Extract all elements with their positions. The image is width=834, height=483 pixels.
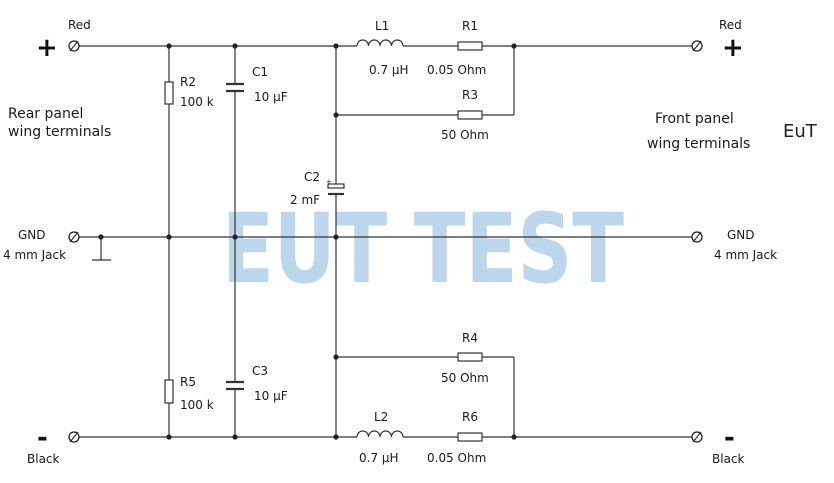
- label-jack-left: 4 mm Jack: [3, 248, 66, 262]
- r3-value: 50 Ohm: [441, 128, 489, 142]
- terminal-rear-black: [68, 431, 80, 443]
- resistor-r5: [164, 379, 174, 404]
- label-gnd-right: GND: [727, 228, 755, 242]
- label-red-right: Red: [719, 18, 742, 32]
- r6-value: 0.05 Ohm: [427, 451, 486, 465]
- r5-name: R5: [180, 375, 196, 389]
- resistor-r3: [457, 110, 483, 120]
- minus-symbol-left: -: [37, 423, 48, 453]
- rear-panel-line1: Rear panel: [8, 106, 83, 122]
- terminal-front-black: [691, 431, 703, 443]
- r5-value: 100 k: [180, 398, 214, 412]
- inductor-l2: [356, 430, 404, 438]
- capacitor-c1: [226, 82, 244, 93]
- r3-name: R3: [462, 88, 478, 102]
- minus-symbol-right: -: [724, 423, 735, 453]
- label-black-right: Black: [712, 452, 745, 466]
- r1-name: R1: [462, 19, 478, 33]
- r4-value: 50 Ohm: [441, 371, 489, 385]
- c3-name: C3: [252, 364, 268, 378]
- l1-name: L1: [375, 19, 389, 33]
- inductor-l1: [356, 39, 404, 47]
- terminal-front-gnd: [691, 231, 703, 243]
- c2-value: 2 mF: [290, 193, 320, 207]
- terminal-rear-gnd: [68, 231, 80, 243]
- c1-name: C1: [252, 65, 268, 79]
- junction-dots: [98, 43, 517, 440]
- plus-symbol-left: +: [36, 33, 58, 63]
- resistor-r6: [457, 432, 483, 442]
- l2-value: 0.7 µH: [359, 451, 399, 465]
- r2-value: 100 k: [180, 95, 214, 109]
- capacitor-c2: [327, 183, 345, 196]
- resistor-r1: [457, 41, 483, 51]
- plus-symbol-right: +: [722, 33, 744, 63]
- resistor-r2: [164, 81, 174, 105]
- label-jack-right: 4 mm Jack: [714, 248, 777, 262]
- label-gnd-left: GND: [18, 228, 46, 242]
- resistor-r4: [457, 352, 483, 362]
- r4-name: R4: [462, 331, 478, 345]
- l2-name: L2: [374, 410, 388, 424]
- front-panel-line1: Front panel: [655, 111, 734, 127]
- c1-value: 10 µF: [254, 90, 288, 104]
- r1-value: 0.05 Ohm: [427, 63, 486, 77]
- label-black-left: Black: [27, 452, 60, 466]
- r2-name: R2: [180, 75, 196, 89]
- c2-polarity-mark: +: [326, 178, 332, 186]
- rear-panel-line2: wing terminals: [8, 124, 111, 140]
- c3-value: 10 µF: [254, 389, 288, 403]
- watermark-text: EUT TEST: [222, 193, 624, 305]
- label-red-left: Red: [68, 18, 91, 32]
- capacitor-c3: [226, 380, 244, 391]
- terminal-front-red: [691, 40, 703, 52]
- l1-value: 0.7 µH: [369, 63, 409, 77]
- r6-name: R6: [462, 410, 478, 424]
- terminal-rear-red: [68, 40, 80, 52]
- front-panel-line2: wing terminals: [647, 136, 750, 152]
- c2-name: C2: [304, 170, 320, 184]
- brand-eut: EuT: [783, 121, 818, 142]
